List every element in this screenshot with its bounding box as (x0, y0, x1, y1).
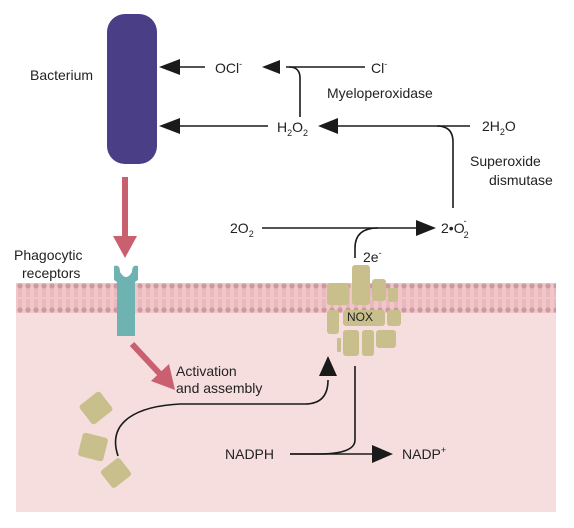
sod-arrowhead (318, 118, 338, 134)
nox-label: NOX (347, 310, 373, 324)
activation-label-1: Activation (176, 363, 237, 379)
bacterium-label: Bacterium (30, 67, 93, 83)
activation-label-2: and assembly (176, 380, 262, 396)
h2o2-label: H2O2 (277, 119, 308, 138)
superoxide-to-h2o2-curve (436, 125, 454, 208)
cl-arrowhead (262, 60, 280, 74)
nox-electron-curve (354, 227, 379, 258)
activation-signal-line (129, 341, 163, 377)
membrane-lipids (16, 283, 556, 313)
h2o2-arrowhead (159, 118, 180, 134)
activation-assembly-curve (114, 379, 329, 457)
nadp-label: NADP+ (402, 445, 446, 462)
nadp-arrowhead (372, 445, 393, 463)
bacterium-shape (107, 14, 157, 164)
superoxide-label: 2•O2- (441, 216, 469, 240)
nox-complex (327, 265, 401, 356)
h2o2-to-ocl-curve (288, 66, 301, 117)
myeloperoxidase-label: Myeloperoxidase (327, 85, 433, 101)
nadph-label: NADPH (225, 446, 274, 462)
phagocytic-label-1: Phagocytic (14, 247, 82, 263)
phagocytic-receptor (114, 265, 138, 336)
binding-arrowhead (113, 236, 137, 258)
superoxide-dismutase-label-2: dismutase (489, 172, 553, 188)
activation-signal-arrowhead (151, 364, 175, 390)
electron-label: 2e- (363, 248, 382, 265)
water-label: 2H2O (482, 118, 516, 137)
phagocytic-label-2: receptors (22, 265, 80, 281)
cytosolic-subunits (78, 391, 132, 488)
superoxide-dismutase-label-1: Superoxide (470, 153, 541, 169)
activation-assembly-arrowhead (319, 356, 337, 376)
o2-label: 2O2 (230, 220, 254, 239)
ocl-label: OCl- (215, 59, 242, 76)
ocl-arrowhead (159, 59, 180, 75)
o2-arrowhead (416, 220, 436, 236)
cl-label: Cl- (371, 59, 387, 76)
